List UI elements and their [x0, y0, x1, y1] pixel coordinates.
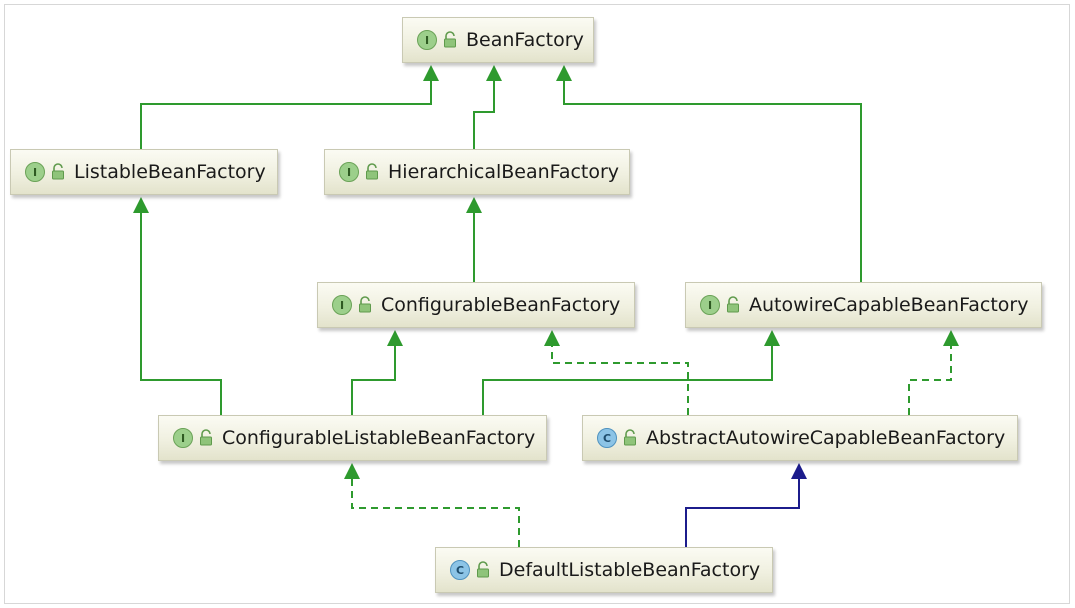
node-bean-factory[interactable]: I BeanFactory	[402, 17, 594, 63]
edge-abstract-autowire-capable-bean-factory-to-autowire-capable-bean-factory	[908, 330, 959, 415]
interface-badge-icon: I	[25, 162, 45, 182]
node-abstract-autowire-capable-bean-factory[interactable]: C AbstractAutowireCapableBeanFactory	[582, 415, 1018, 461]
node-label: ListableBeanFactory	[74, 161, 266, 183]
edge-hierarchical-bean-factory-to-bean-factory	[473, 65, 502, 149]
node-configurable-bean-factory[interactable]: I ConfigurableBeanFactory	[317, 282, 635, 328]
arrowhead	[486, 65, 502, 81]
lock-icon	[200, 429, 212, 446]
edge-configurable-bean-factory-to-hierarchical-bean-factory	[466, 197, 482, 282]
lock-icon	[444, 31, 456, 48]
interface-badge-icon: I	[417, 30, 437, 50]
arrowhead	[387, 330, 403, 346]
edge-default-listable-bean-factory-to-abstract-autowire-capable-bean-factory	[685, 463, 807, 547]
node-label: AutowireCapableBeanFactory	[749, 294, 1029, 316]
node-label: ConfigurableBeanFactory	[381, 294, 621, 316]
arrowhead	[423, 65, 439, 81]
edge-listable-bean-factory-to-bean-factory	[140, 65, 439, 149]
lock-icon	[477, 561, 489, 578]
node-label: DefaultListableBeanFactory	[499, 559, 761, 581]
interface-badge-icon: I	[173, 428, 193, 448]
node-listable-bean-factory[interactable]: I ListableBeanFactory	[10, 149, 278, 195]
lock-icon	[52, 163, 64, 180]
interface-badge-icon: I	[700, 295, 720, 315]
node-label: AbstractAutowireCapableBeanFactory	[646, 427, 1006, 449]
arrowhead	[344, 463, 360, 479]
edge-default-listable-bean-factory-to-configurable-listable-bean-factory	[344, 463, 520, 547]
edge-line	[563, 79, 862, 282]
arrowhead	[544, 330, 560, 346]
arrowhead	[764, 330, 780, 346]
node-label: ConfigurableListableBeanFactory	[222, 427, 536, 449]
edge-abstract-autowire-capable-bean-factory-to-configurable-bean-factory	[544, 330, 689, 415]
class-badge-icon: C	[597, 428, 617, 448]
lock-icon	[359, 296, 371, 313]
interface-badge-icon: I	[339, 162, 359, 182]
node-configurable-listable-bean-factory[interactable]: I ConfigurableListableBeanFactory	[158, 415, 547, 461]
edge-line	[551, 344, 689, 415]
interface-badge-icon: I	[332, 295, 352, 315]
node-default-listable-bean-factory[interactable]: C DefaultListableBeanFactory	[435, 547, 773, 593]
class-badge-icon: C	[450, 560, 470, 580]
arrowhead	[466, 197, 482, 213]
edge-configurable-listable-bean-factory-to-configurable-bean-factory	[351, 330, 403, 415]
edge-line	[482, 344, 773, 415]
edge-line	[351, 344, 396, 415]
edge-configurable-listable-bean-factory-to-listable-bean-factory	[133, 197, 222, 415]
arrowhead	[133, 197, 149, 213]
lock-icon	[366, 163, 378, 180]
node-hierarchical-bean-factory[interactable]: I HierarchicalBeanFactory	[324, 149, 630, 195]
edge-line	[351, 477, 520, 547]
arrowhead	[791, 463, 807, 479]
arrowhead	[943, 330, 959, 346]
edge-line	[473, 79, 495, 149]
lock-icon	[624, 429, 636, 446]
node-label: BeanFactory	[466, 29, 584, 51]
edge-line	[908, 344, 952, 415]
node-label: HierarchicalBeanFactory	[388, 161, 620, 183]
edge-autowire-capable-bean-factory-to-bean-factory	[556, 65, 862, 282]
edge-line	[140, 79, 432, 149]
edge-line	[140, 211, 222, 415]
node-autowire-capable-bean-factory[interactable]: I AutowireCapableBeanFactory	[685, 282, 1042, 328]
lock-icon	[727, 296, 739, 313]
arrowhead	[556, 65, 572, 81]
edge-configurable-listable-bean-factory-to-autowire-capable-bean-factory	[482, 330, 780, 415]
edge-line	[685, 477, 800, 547]
